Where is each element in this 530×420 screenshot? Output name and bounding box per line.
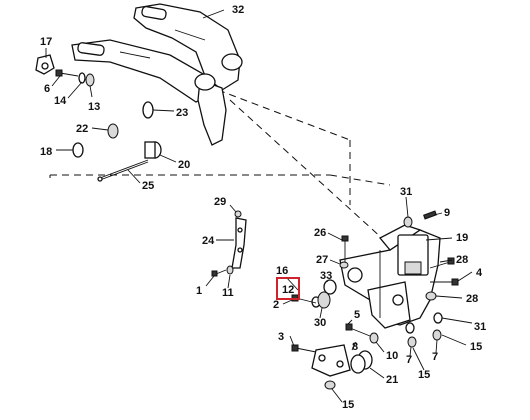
bushing-18 xyxy=(72,142,84,158)
bolt-6 xyxy=(55,69,79,77)
callout-c7: 22 xyxy=(76,123,88,135)
axle-adjuster-17 xyxy=(35,54,55,75)
callout-c8: 18 xyxy=(40,146,52,158)
swingarm xyxy=(71,3,243,146)
callout-c15: 19 xyxy=(456,232,468,244)
callout-c21: 33 xyxy=(320,270,332,282)
washer-22 xyxy=(107,123,119,139)
callout-c2: 17 xyxy=(40,36,52,48)
callout-c34: 15 xyxy=(470,341,482,353)
clip-29 xyxy=(234,210,242,218)
nut-11 xyxy=(226,265,234,275)
callout-c20: 16 xyxy=(276,265,288,277)
callout-c14: 26 xyxy=(314,227,326,239)
callout-c3: 6 xyxy=(44,83,50,95)
callout-c35: 15 xyxy=(418,369,430,381)
chain-guide-24 xyxy=(231,217,247,269)
callout-c22: 1 xyxy=(196,285,202,297)
callout-c23: 11 xyxy=(222,287,234,299)
callout-c24: 28 xyxy=(466,293,478,305)
callout-c26: 30 xyxy=(314,317,326,329)
callout-c1: 32 xyxy=(232,4,244,16)
nut-13 xyxy=(85,73,95,87)
callout-c17: 27 xyxy=(316,254,328,266)
callout-c25: 2 xyxy=(273,299,279,311)
mounting-bracket xyxy=(339,224,441,329)
callout-c16: 24 xyxy=(202,235,215,247)
callout-c18: 28 xyxy=(456,254,468,266)
callout-c10: 25 xyxy=(142,180,154,192)
callout-c19: 4 xyxy=(476,267,483,279)
highlight-label: 12 xyxy=(282,284,294,296)
spacer-21 xyxy=(350,350,373,374)
callout-c28: 5 xyxy=(354,309,360,321)
leader-lines xyxy=(45,9,473,403)
callout-c36: 21 xyxy=(386,374,398,386)
callout-c13: 29 xyxy=(214,196,226,208)
pivot-spacer-20 xyxy=(144,141,162,159)
bushing-23 xyxy=(142,101,154,119)
assembly-guide-lines xyxy=(49,89,396,251)
callout-c11: 31 xyxy=(400,186,412,198)
nut-15-bottom xyxy=(324,380,336,390)
lower-link-plate xyxy=(291,344,351,377)
callout-c33: 7 xyxy=(432,351,438,363)
callout-c9: 20 xyxy=(178,159,190,171)
callout-c37: 15 xyxy=(342,399,354,411)
callout-c4: 14 xyxy=(54,95,67,107)
washer-14 xyxy=(78,72,86,84)
callout-c29: 3 xyxy=(278,331,284,343)
callout-labels: 32 17 6 14 13 23 22 18 20 25 31 9 29 26 … xyxy=(40,4,486,411)
callout-c27: 31 xyxy=(474,321,486,333)
screw-1 xyxy=(211,269,227,277)
callout-c12: 9 xyxy=(444,207,450,219)
callout-c32: 7 xyxy=(406,354,412,366)
highlight-box xyxy=(276,277,300,300)
highlighted-callout[interactable]: 12 xyxy=(276,277,300,300)
callout-c6: 23 xyxy=(176,107,188,119)
pivot-shaft-25 xyxy=(97,159,149,182)
callout-c5: 13 xyxy=(88,101,100,113)
callout-c30: 8 xyxy=(352,341,358,353)
callout-c31: 10 xyxy=(386,350,398,362)
